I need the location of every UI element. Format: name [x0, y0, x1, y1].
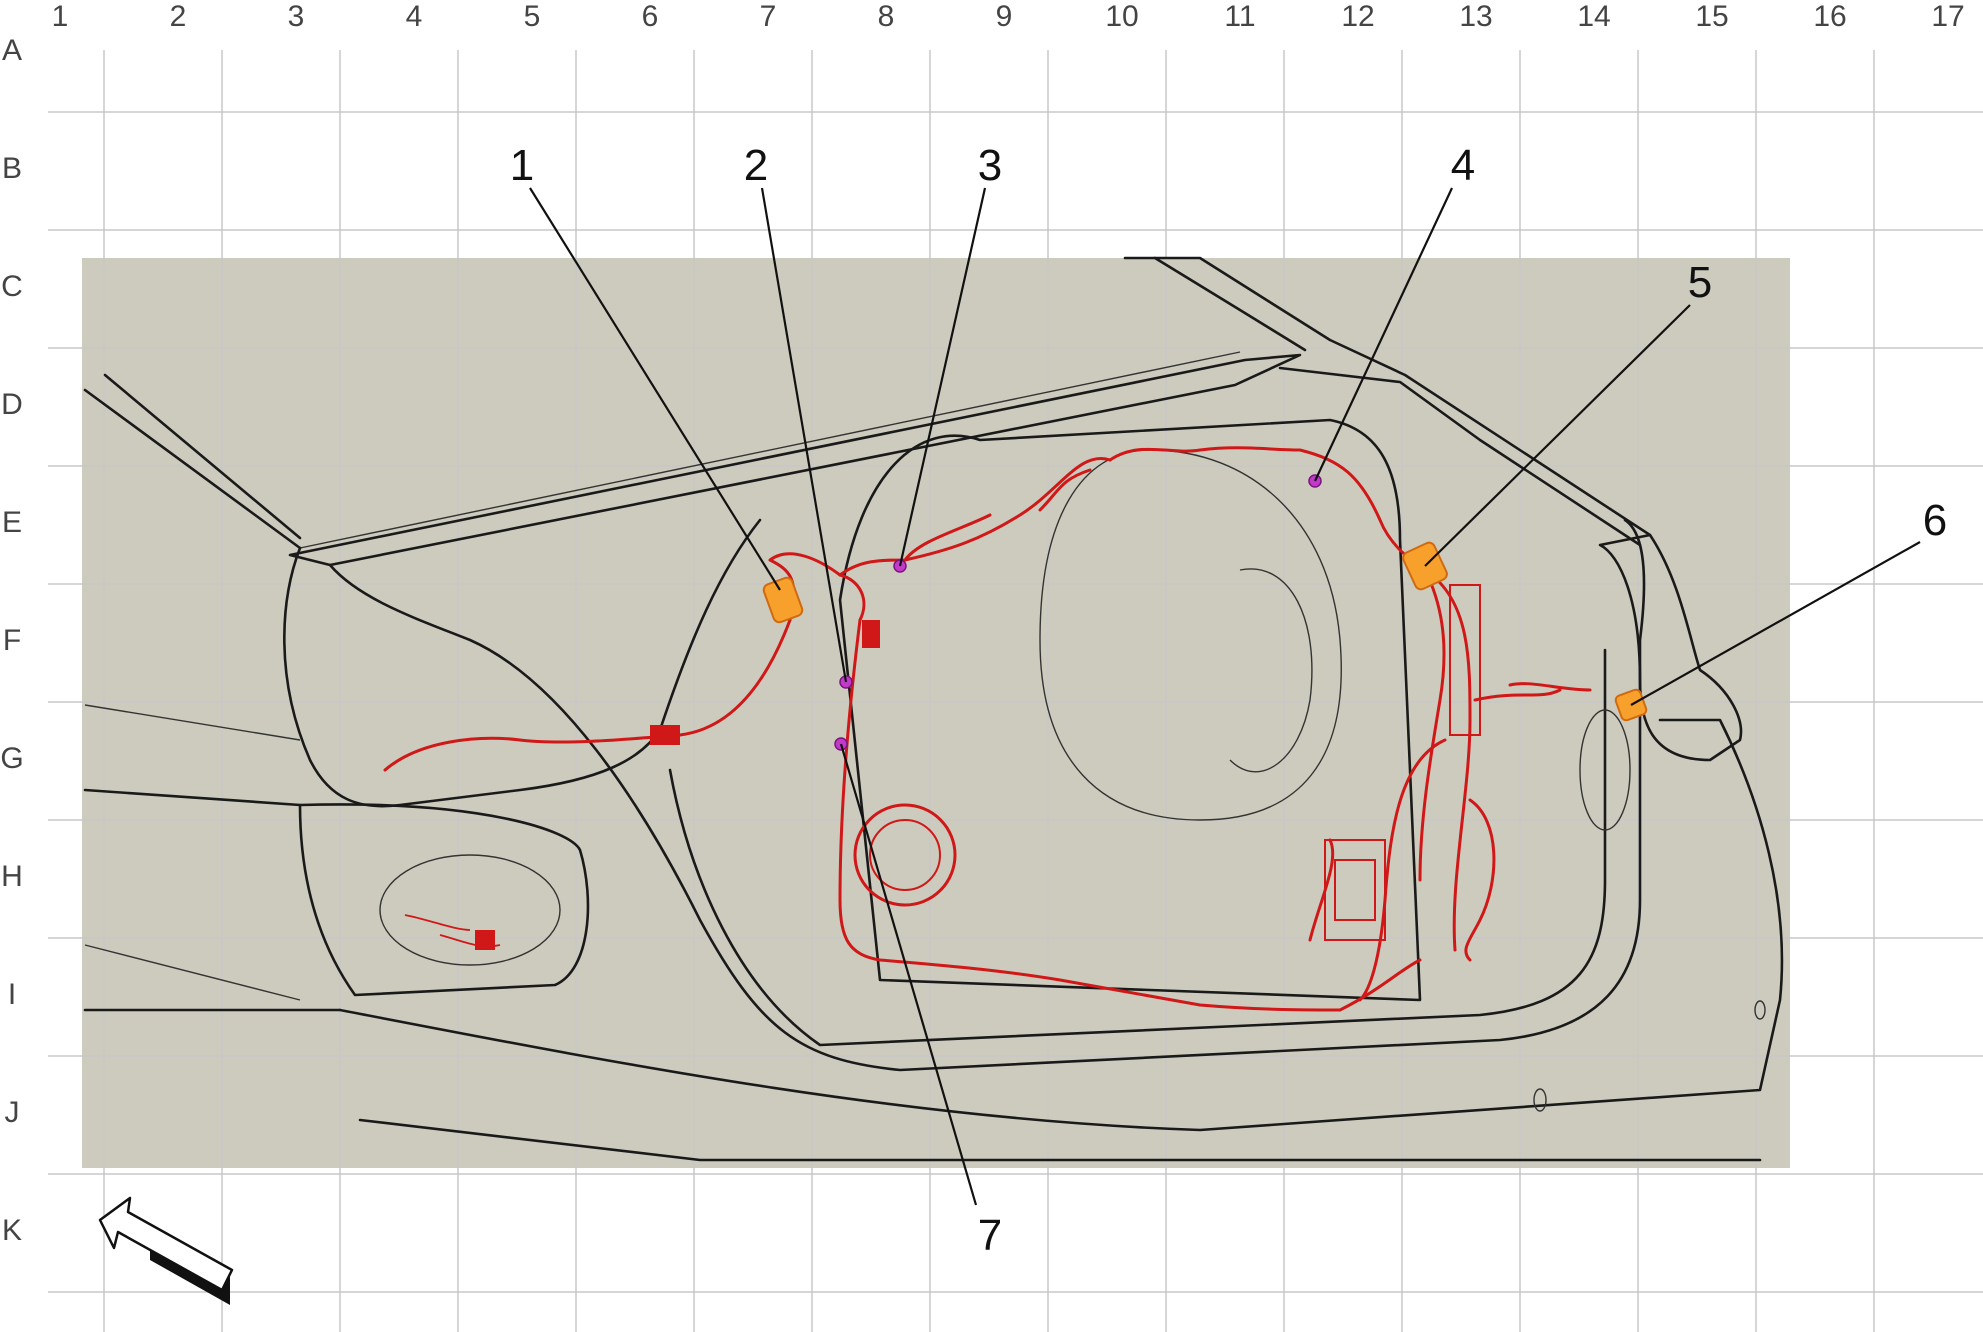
- rear-bumper: [338, 718, 1784, 1132]
- row-label-H: H: [1, 860, 23, 893]
- right-tail-lamp: [1598, 533, 1743, 762]
- row-label-D: D: [1, 388, 23, 421]
- column-label-14: 14: [1577, 0, 1610, 33]
- row-label-E: E: [2, 506, 22, 539]
- row-label-G: G: [0, 742, 23, 775]
- diagram-background-panel: [82, 258, 1790, 1168]
- row-label-C: C: [1, 270, 23, 303]
- leader-6: [1630, 541, 1921, 706]
- column-label-17: 17: [1931, 0, 1964, 33]
- row-label-I: I: [8, 978, 16, 1011]
- column-label-12: 12: [1341, 0, 1374, 33]
- callout-6: 6: [1923, 496, 1947, 545]
- row-label-A: A: [2, 34, 22, 67]
- column-label-16: 16: [1813, 0, 1846, 33]
- connector-1: [762, 576, 804, 624]
- leader-1: [529, 187, 781, 591]
- leader-4: [1314, 187, 1453, 482]
- row-labels: ABCDEFGHIJKL: [0, 34, 23, 1247]
- trunk-opening-sill: [328, 518, 1646, 1072]
- leader-7: [839, 743, 978, 1206]
- trunk-lid: [288, 353, 1302, 567]
- row-label-F: F: [3, 624, 21, 657]
- row-label-J: J: [5, 1096, 20, 1129]
- callout-4: 4: [1451, 141, 1475, 190]
- column-label-3: 3: [288, 0, 305, 33]
- leader-lines: [529, 187, 1921, 1206]
- left-tail-lamp-opening: [283, 518, 762, 808]
- column-label-13: 13: [1459, 0, 1492, 33]
- row-label-B: B: [2, 152, 22, 185]
- vehicle-body: [83, 256, 1784, 1162]
- column-label-11: 11: [1224, 0, 1255, 33]
- callout-3: 3: [978, 141, 1002, 190]
- wiring-harness: [383, 446, 1592, 1012]
- arrow-front-left-icon: [98, 1196, 234, 1305]
- callout-7: 7: [978, 1211, 1002, 1260]
- column-label-10: 10: [1105, 0, 1138, 33]
- leader-2: [760, 187, 848, 683]
- column-label-15: 15: [1695, 0, 1728, 33]
- callout-2: 2: [744, 141, 768, 190]
- column-label-7: 7: [760, 0, 777, 33]
- leader-3: [898, 187, 987, 567]
- row-label-K: K: [2, 1214, 22, 1247]
- column-label-9: 9: [996, 0, 1013, 33]
- callout-labels: 1 2 3 4 5 6 7: [510, 141, 1947, 1260]
- callout-5: 5: [1688, 258, 1712, 307]
- leader-5: [1424, 304, 1691, 567]
- column-label-2: 2: [170, 0, 187, 33]
- column-label-8: 8: [878, 0, 895, 33]
- callout-1: 1: [510, 141, 534, 190]
- column-label-6: 6: [642, 0, 659, 33]
- column-label-4: 4: [406, 0, 423, 33]
- column-label-1: 1: [52, 0, 69, 33]
- column-label-5: 5: [524, 0, 541, 33]
